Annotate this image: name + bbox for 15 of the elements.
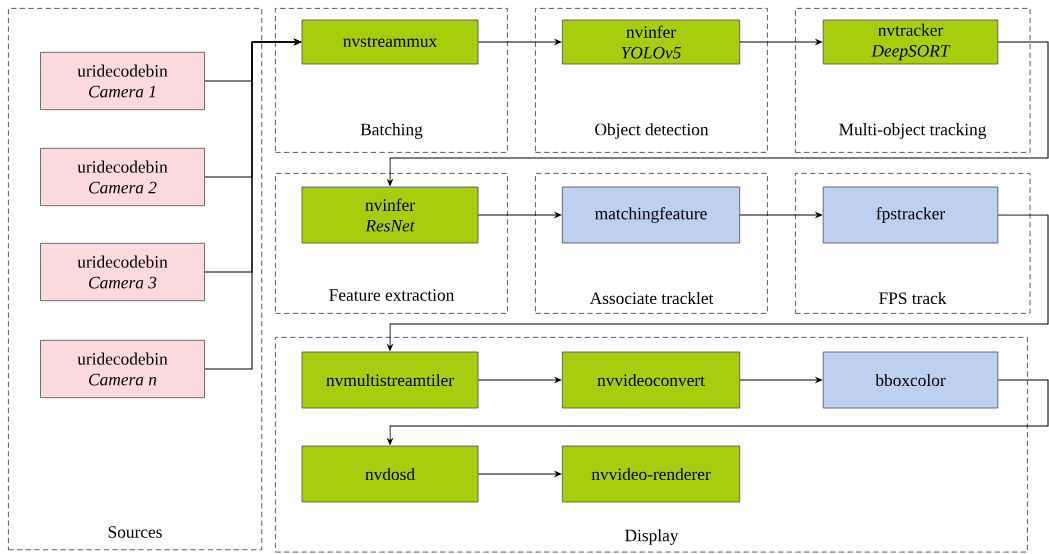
plugin-box: nvvideo-renderer <box>561 445 741 503</box>
plugin-box: nvinfer ResNet <box>301 186 479 244</box>
plugin-box: nvmultistreamtiler <box>301 351 479 409</box>
source-box: uridecodebin Camera 2 <box>40 147 205 207</box>
custom-plugin-box: bboxcolor <box>822 351 999 409</box>
plugin-box: nvstreammux <box>301 19 479 65</box>
plugin-box: nvtracker DeepSORT <box>822 19 999 65</box>
plugin-box: nvvideoconvert <box>561 351 741 409</box>
source-box: uridecodebin Camera 1 <box>40 51 205 111</box>
custom-plugin-box: matchingfeature <box>561 186 741 244</box>
plugin-box: nvdosd <box>301 445 479 503</box>
plugin-box: nvinfer YOLOv5 <box>561 19 741 65</box>
source-box: uridecodebin Camera 3 <box>40 242 205 302</box>
source-box: uridecodebin Camera n <box>40 339 205 399</box>
custom-plugin-box: fpstracker <box>822 186 999 244</box>
